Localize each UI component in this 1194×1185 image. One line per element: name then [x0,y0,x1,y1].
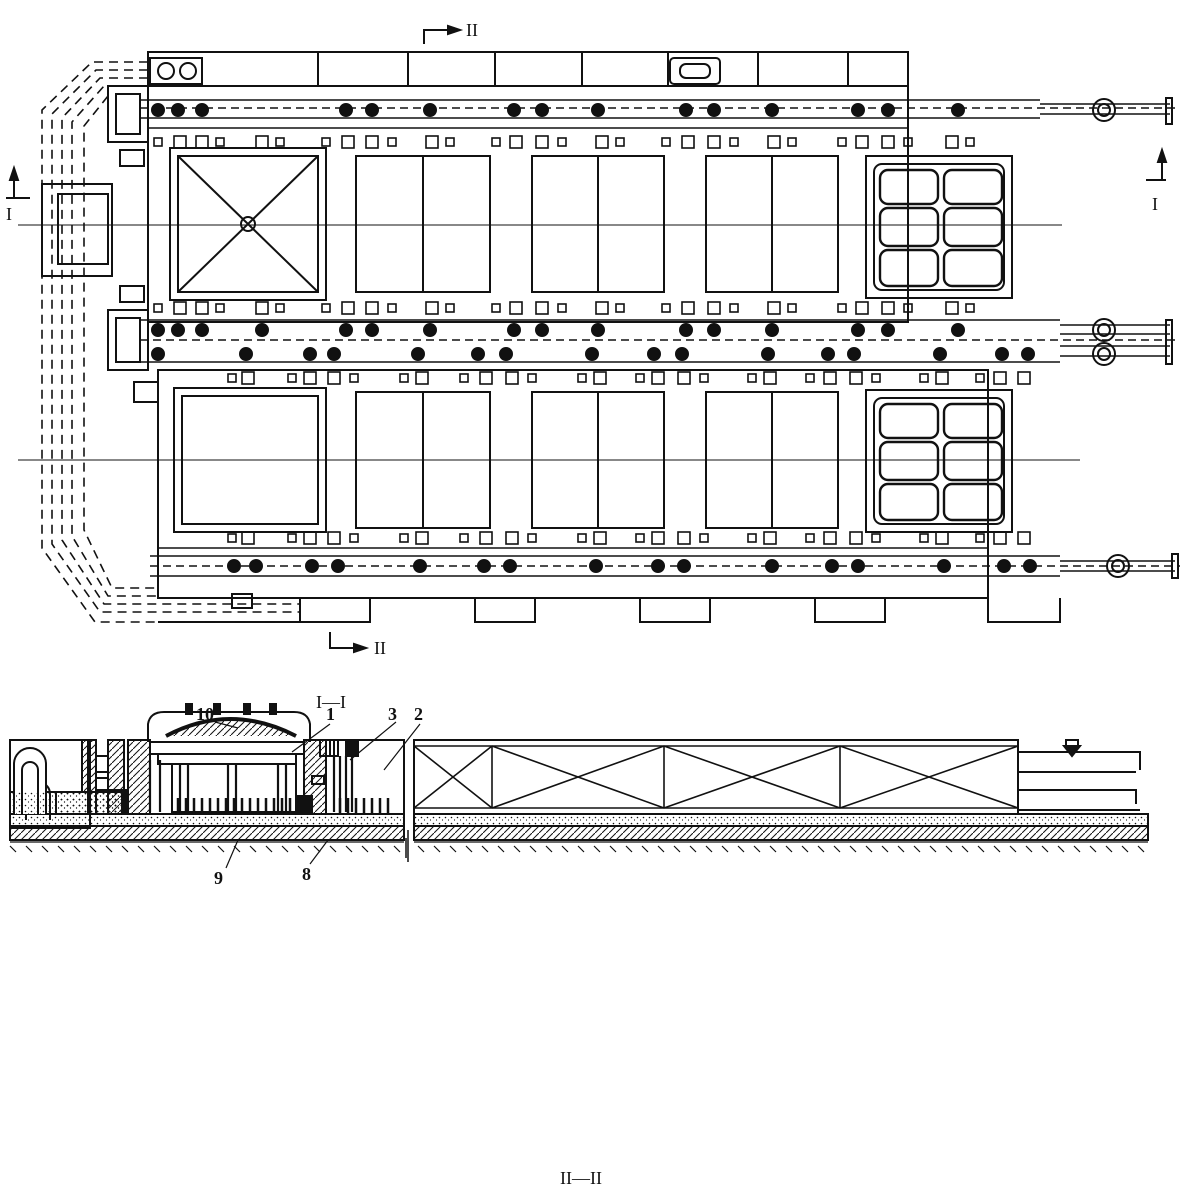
callout-2: 2 [414,704,423,724]
section-arrow-ii-top [423,24,464,44]
callout-1: 1 [326,704,335,724]
pipe-band-middle [140,319,1180,371]
callout-3: 3 [388,704,397,724]
center-lines [18,224,1080,461]
section-title-i-i: I—I [316,692,346,712]
vessel-dome [147,711,311,742]
valves [151,103,1037,573]
section-arrow-i-right [1146,146,1168,181]
callout-8: 8 [302,864,311,884]
upper-tank-row [169,147,1013,301]
plan-upper-block [147,85,909,323]
section-view [9,703,1149,869]
ground-ticks [9,841,1148,853]
outlet-pipes [1018,739,1141,811]
section-title-ii-ii: II—II [560,1168,602,1185]
callout-10: 10 [196,704,214,724]
pipe-band-top [140,99,1180,129]
long-section [413,739,1019,815]
section-mark-ii-bottom: II [374,638,386,658]
section-arrow-ii-bottom [329,632,370,654]
vessel-bottom-ribs [176,798,390,814]
plan-view [6,24,1180,654]
plan-bottom-outline [158,597,1061,623]
vessel-left-wall [127,739,151,815]
section-mark-i-left: I [6,204,12,224]
callout-9: 9 [214,868,223,888]
section-mark-ii-top: II [466,20,478,40]
pipe-ends [1092,97,1179,579]
section-arrow-i-left [6,164,30,199]
fittings [153,135,1031,545]
left-boxes [41,57,721,609]
dashed-routes [41,61,300,623]
leader-lines [214,721,421,869]
plan-top-outline [147,51,909,87]
section-mark-i-right: I [1152,194,1158,214]
foundation-slab-right [413,825,1149,841]
